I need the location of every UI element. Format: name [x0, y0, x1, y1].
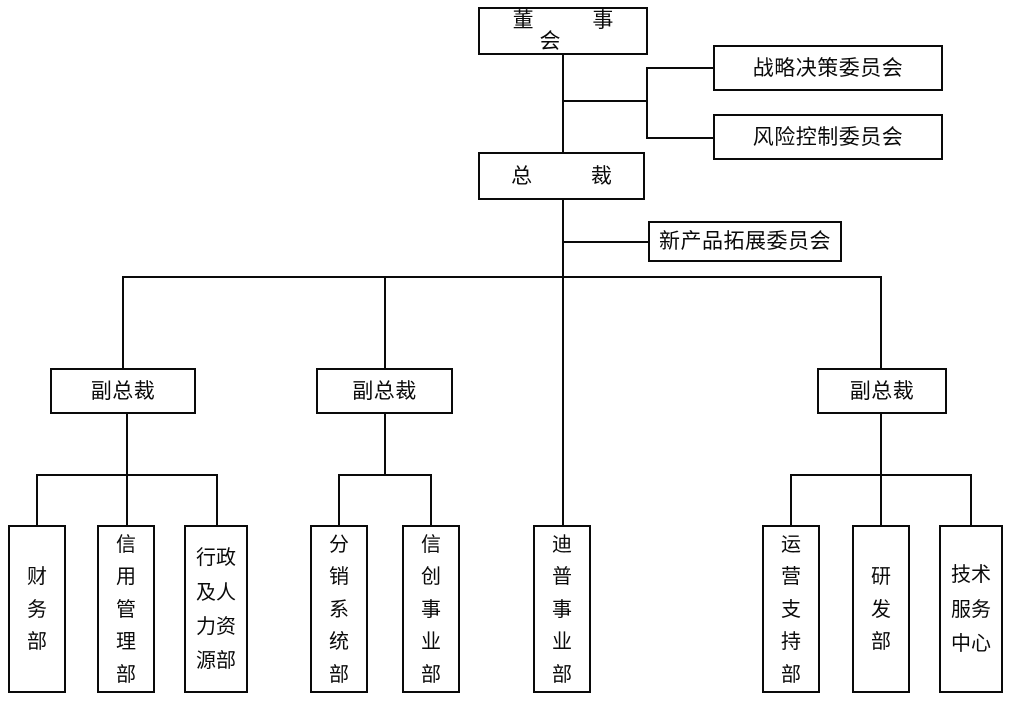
- node-vp2[interactable]: 副总裁: [316, 368, 453, 414]
- connector-to-new-product-committee: [562, 241, 648, 243]
- node-vp3-label: 副总裁: [849, 378, 915, 403]
- connector-vp2-stem: [384, 414, 386, 474]
- node-operations-dept-label: 运 营 支 持 部: [781, 532, 801, 686]
- node-president[interactable]: 总 裁: [478, 152, 645, 200]
- node-xinchuang-div-label: 信 创 事 业 部: [421, 532, 441, 686]
- node-distribution-dept-label: 分 销 系 统 部: [329, 532, 349, 686]
- node-strategy-committee[interactable]: 战略决策委员会: [713, 45, 943, 91]
- node-dptech-div-label: 迪 普 事 业 部: [552, 532, 572, 686]
- connector-bus-to-vp1: [122, 276, 124, 368]
- connector-president-trunk: [562, 200, 564, 526]
- node-tech-service-center-label: 技术 服务 中心: [951, 562, 991, 656]
- node-operations-dept[interactable]: 运 营 支 持 部: [762, 525, 820, 693]
- connector-vp1-to-finance: [36, 474, 38, 525]
- connector-vp2-to-distribution: [338, 474, 340, 525]
- connector-vp3-to-operations: [790, 474, 792, 525]
- connector-vp2-bus: [338, 474, 432, 476]
- connector-to-risk-committee: [646, 137, 713, 139]
- connector-main-bus: [122, 276, 882, 278]
- connector-vp2-to-xinchuang: [430, 474, 432, 525]
- node-xinchuang-div[interactable]: 信 创 事 业 部: [402, 525, 460, 693]
- connector-bus-to-vp2: [384, 276, 386, 368]
- node-tech-service-center[interactable]: 技术 服务 中心: [939, 525, 1003, 693]
- node-vp3[interactable]: 副总裁: [817, 368, 947, 414]
- node-credit-dept-label: 信 用 管 理 部: [116, 532, 136, 686]
- connector-bus-to-vp3: [880, 276, 882, 368]
- connector-vp3-to-rd: [880, 474, 882, 525]
- node-hr-dept[interactable]: 行政 及人 力资 源部: [184, 525, 248, 693]
- connector-board-to-president: [562, 55, 564, 155]
- node-president-label: 总 裁: [511, 163, 638, 188]
- connector-vp3-stem: [880, 414, 882, 474]
- node-board-label: 董 事 会: [512, 8, 640, 53]
- connector-vp1-to-credit: [126, 474, 128, 525]
- connector-vp1-to-hr: [216, 474, 218, 525]
- node-finance-dept[interactable]: 财 务 部: [8, 525, 66, 693]
- node-vp1[interactable]: 副总裁: [50, 368, 196, 414]
- node-hr-dept-label: 行政 及人 力资 源部: [196, 545, 236, 673]
- node-strategy-committee-label: 战略决策委员会: [752, 55, 904, 80]
- node-credit-dept[interactable]: 信 用 管 理 部: [97, 525, 155, 693]
- node-risk-committee[interactable]: 风险控制委员会: [713, 114, 943, 160]
- node-vp1-label: 副总裁: [90, 378, 156, 403]
- node-new-product-committee-label: 新产品拓展委员会: [659, 229, 831, 253]
- node-risk-committee-label: 风险控制委员会: [752, 124, 904, 149]
- node-new-product-committee[interactable]: 新产品拓展委员会: [648, 221, 842, 262]
- connector-vp1-stem: [126, 414, 128, 474]
- node-rd-dept-label: 研 发 部: [871, 564, 891, 654]
- node-distribution-dept[interactable]: 分 销 系 统 部: [310, 525, 368, 693]
- connector-to-strategy-committee: [646, 67, 713, 69]
- node-vp2-label: 副总裁: [352, 378, 417, 403]
- node-rd-dept[interactable]: 研 发 部: [852, 525, 910, 693]
- connector-vp3-to-techservice: [970, 474, 972, 525]
- connector-board-to-committees: [562, 100, 648, 102]
- node-finance-dept-label: 财 务 部: [27, 564, 47, 654]
- node-dptech-div[interactable]: 迪 普 事 业 部: [533, 525, 591, 693]
- node-board[interactable]: 董 事 会: [478, 7, 648, 55]
- connector-committee-bracket: [646, 67, 648, 139]
